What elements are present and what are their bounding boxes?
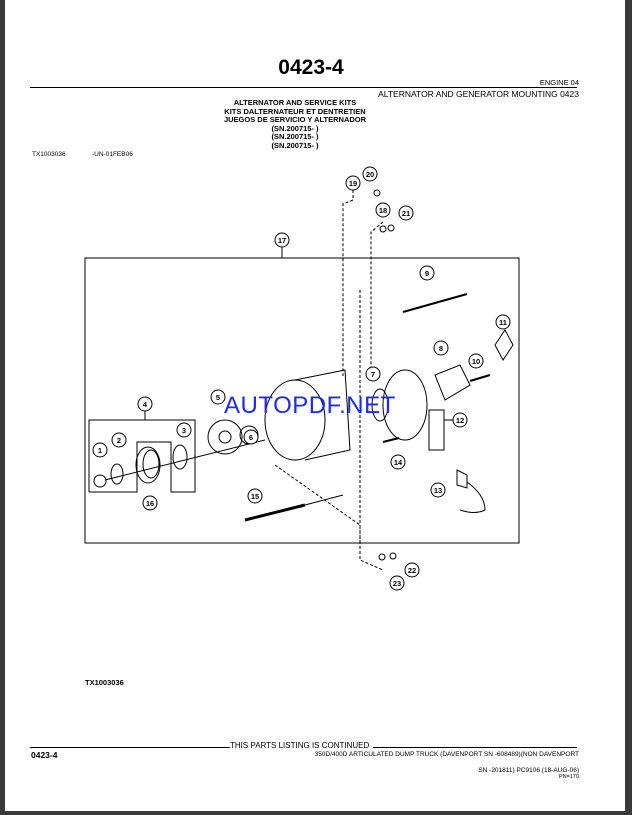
title-fr: KITS DALTERNATEUR ET DENTRETIEN xyxy=(224,106,366,116)
callout-circle xyxy=(111,432,127,448)
page-title: 0423-4 xyxy=(278,56,344,79)
callout-label: 13 xyxy=(434,486,442,495)
callout-label: 1 xyxy=(98,446,102,455)
callout-6: 6 xyxy=(243,429,259,445)
callout-label: 21 xyxy=(402,209,410,218)
illustration-date: -UN-01FEB06 xyxy=(92,151,133,158)
callout-circle xyxy=(375,202,391,218)
callout-label: 22 xyxy=(408,566,416,575)
callout-circle xyxy=(398,205,414,221)
callout-4: 4 xyxy=(137,396,153,412)
serial-3: (SN.200715- ) xyxy=(271,140,319,150)
callout-17: 17 xyxy=(274,232,290,248)
pn-info: PN=170 xyxy=(558,774,579,780)
callout-label: 9 xyxy=(425,269,429,278)
machine-info: 350D/400D ARTICULATED DUMP TRUCK (DAVENP… xyxy=(314,751,579,758)
kit-4-box xyxy=(88,419,196,493)
callout-circle xyxy=(389,575,405,591)
illustration-ref: TX1003036 xyxy=(32,151,66,158)
catalog-info: SN -201811) PC9106 (18-AUG-06) xyxy=(478,767,579,774)
callout-label: 7 xyxy=(371,370,375,379)
callout-label: 16 xyxy=(146,499,154,508)
callout-label: 12 xyxy=(456,416,464,425)
callout-circle xyxy=(345,175,361,191)
callout-circle xyxy=(176,422,192,438)
callout-circle xyxy=(365,366,381,382)
callout-20: 20 xyxy=(362,166,378,182)
callout-circle xyxy=(142,495,158,511)
callout-circle xyxy=(274,232,290,248)
callout-22: 22 xyxy=(404,562,420,578)
callout-circle xyxy=(468,353,484,369)
callout-19: 19 xyxy=(345,175,361,191)
serial-1: (SN.200715- ) xyxy=(271,123,319,133)
callout-1: 1 xyxy=(92,442,108,458)
callout-label: 18 xyxy=(379,206,387,215)
callout-label: 8 xyxy=(439,344,443,353)
callout-circle xyxy=(433,340,449,356)
footer-rule-right xyxy=(373,747,577,748)
callout-label: 2 xyxy=(117,436,121,445)
callout-circle xyxy=(390,454,406,470)
callout-circle xyxy=(430,482,446,498)
callout-7: 7 xyxy=(365,366,381,382)
callout-label: 4 xyxy=(143,400,148,409)
callout-2: 2 xyxy=(111,432,127,448)
callout-circle xyxy=(419,265,435,281)
title-en: ALTERNATOR AND SERVICE KITS xyxy=(233,98,357,107)
callout-10: 10 xyxy=(468,353,484,369)
header-rule xyxy=(30,87,577,88)
callout-21: 21 xyxy=(398,205,414,221)
callout-15: 15 xyxy=(247,488,263,504)
watermark: AUTOPDF.NET xyxy=(224,392,396,419)
footer-rule-left xyxy=(30,747,230,748)
callout-circle xyxy=(210,389,226,405)
kit-17-box xyxy=(84,257,520,544)
group-label: ALTERNATOR AND GENERATOR MOUNTING 0423 xyxy=(378,89,579,99)
callout-circle xyxy=(243,429,259,445)
callout-label: 15 xyxy=(251,492,259,501)
callout-label: 20 xyxy=(366,170,374,179)
diagram-caption: TX1003036 xyxy=(85,678,124,687)
callout-circle xyxy=(92,442,108,458)
callout-23: 23 xyxy=(389,575,405,591)
callout-circle xyxy=(362,166,378,182)
serial-2: (SN.200715- ) xyxy=(271,132,319,141)
callout-circle xyxy=(452,412,468,428)
callout-13: 13 xyxy=(430,482,446,498)
callout-9: 9 xyxy=(419,265,435,281)
callout-circle xyxy=(404,562,420,578)
callout-circle xyxy=(137,396,153,412)
callout-16: 16 xyxy=(142,495,158,511)
callout-5: 5 xyxy=(210,389,226,405)
callout-label: 11 xyxy=(499,318,507,327)
callout-12: 12 xyxy=(452,412,468,428)
callout-label: 5 xyxy=(216,393,220,402)
callout-18: 18 xyxy=(375,202,391,218)
callout-8: 8 xyxy=(433,340,449,356)
callout-circle xyxy=(247,488,263,504)
callout-label: 19 xyxy=(349,179,357,188)
footer-page-number: 0423-4 xyxy=(31,750,58,760)
callout-label: 6 xyxy=(249,433,253,442)
callout-circle xyxy=(495,314,511,330)
title-block: ALTERNATOR AND SERVICE KITS KITS DALTERN… xyxy=(185,98,405,150)
callout-label: 17 xyxy=(278,236,286,245)
callout-14: 14 xyxy=(390,454,406,470)
title-es: JUEGOS DE SERVICIO Y ALTERNADOR xyxy=(223,115,367,124)
catalog-page: 0423-4 ENGINE 04 ALTERNATOR AND GENERATO… xyxy=(5,0,625,811)
callout-label: 14 xyxy=(394,458,403,467)
callout-label: 23 xyxy=(393,579,401,588)
callout-label: 3 xyxy=(182,426,186,435)
callout-label: 10 xyxy=(472,357,480,366)
section-label: ENGINE 04 xyxy=(539,78,579,87)
continued-note: THIS PARTS LISTING IS CONTINUED xyxy=(230,741,370,750)
callout-11: 11 xyxy=(495,314,511,330)
callout-3: 3 xyxy=(176,422,192,438)
